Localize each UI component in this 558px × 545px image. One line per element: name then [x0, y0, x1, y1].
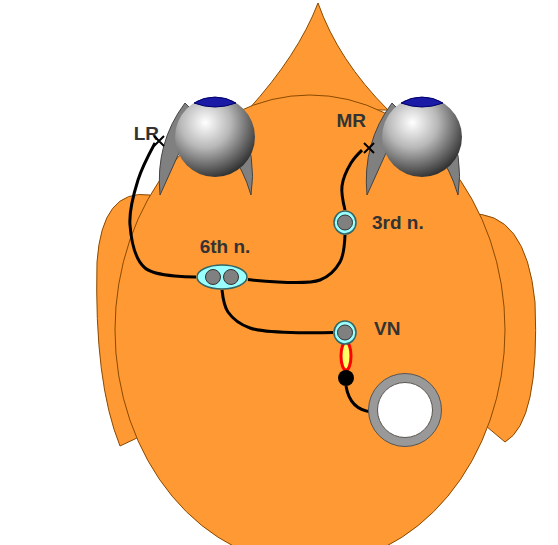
structure-label: 3rd n. — [372, 213, 424, 232]
neuron-soma — [338, 215, 353, 230]
eye-shape — [155, 93, 265, 195]
structure-label: VN — [374, 319, 400, 338]
nerve-fiber — [222, 290, 333, 333]
neuron-soma — [338, 325, 353, 340]
nerve-fiber — [248, 235, 345, 283]
eyeball — [382, 97, 462, 177]
eye-cap — [194, 97, 236, 107]
nerve-fiber — [342, 150, 362, 210]
eye-muscle-node: MR — [362, 93, 472, 195]
neuron-soma — [206, 270, 221, 285]
nucleus-shape — [333, 210, 357, 235]
cell-body-dot — [338, 370, 354, 386]
nucleus-shape — [196, 264, 248, 290]
canal-ring-outer — [369, 374, 442, 447]
structure-label: LR — [134, 124, 159, 143]
nucleus-outline — [334, 321, 356, 344]
structure-label: MR — [336, 111, 366, 130]
eye-muscle-node: LR — [155, 93, 265, 195]
canal-ring-inner — [378, 383, 433, 438]
head-spike — [248, 3, 388, 110]
canal-ring — [373, 378, 437, 442]
nucleus-outline — [197, 265, 247, 289]
eye-shape — [362, 93, 472, 195]
head-body — [115, 95, 505, 545]
synapse-terminal — [341, 342, 351, 370]
nucleus-node: 3rd n. — [333, 210, 357, 235]
structure-label: 6th n. — [200, 237, 251, 256]
neuron-soma — [224, 270, 239, 285]
nucleus-node: 6th n. — [196, 264, 248, 290]
nucleus-node: VN — [333, 320, 357, 345]
eyeball — [175, 97, 255, 177]
eye-cap — [401, 97, 443, 107]
nucleus-shape — [333, 320, 357, 345]
nucleus-outline — [334, 211, 356, 234]
